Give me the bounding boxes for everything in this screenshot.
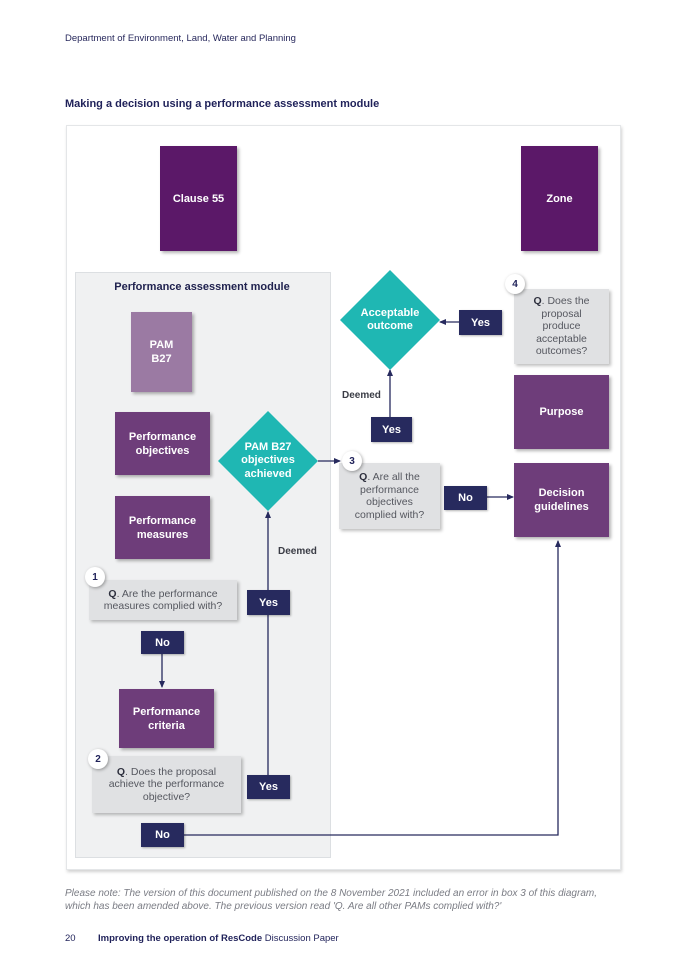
question-2-text: Q. Does the proposal achieve the perform… — [108, 765, 225, 803]
question-3-text: Q. Are all the performance objectives co… — [354, 471, 425, 521]
pam-diamond-shape — [218, 411, 318, 511]
page-number: 20 — [65, 933, 76, 944]
question-1-text: Q. Are the performance measures complied… — [103, 587, 223, 613]
amendment-note: Please note: The version of this documen… — [65, 888, 597, 912]
pam-diamond-label: PAM B27 objectives achieved — [241, 440, 295, 480]
step-1-badge: 1 — [85, 567, 105, 587]
step-4-badge: 4 — [505, 274, 525, 294]
performance-objectives-box: Performance objectives — [115, 412, 210, 475]
acceptable-diamond-shape — [340, 270, 440, 370]
clause-55-box: Clause 55 — [160, 146, 237, 251]
diagram-title: Making a decision using a performance as… — [65, 98, 380, 110]
footer-doc-title: Improving the operation of ResCode — [98, 933, 263, 944]
acceptable-diamond-label: Acceptable outcome — [360, 306, 420, 333]
question-4-text: Q. Does the proposal produce acceptable … — [533, 295, 590, 358]
purpose-box: Purpose — [514, 375, 609, 449]
acceptable-outcome-diamond: Acceptable outcome — [339, 269, 441, 371]
footer-title: Improving the operation of ResCode Discu… — [98, 933, 339, 944]
module-title: Performance assessment module — [114, 281, 290, 293]
performance-measures-box: Performance measures — [115, 496, 210, 559]
arrow-bottom-no-to-guidelines — [184, 540, 561, 836]
department-header: Department of Environment, Land, Water a… — [65, 33, 296, 44]
zone-box: Zone — [521, 146, 598, 251]
footer-doc-type: Discussion Paper — [264, 933, 339, 944]
question-2-box: Q. Does the proposal achieve the perform… — [92, 756, 241, 813]
yes-label-q4: Yes — [459, 310, 502, 335]
pam-b27-box: PAM B27 — [131, 312, 192, 392]
no-label-q3: No — [444, 486, 487, 510]
pam-objectives-diamond: PAM B27 objectives achieved — [217, 410, 319, 512]
step-3-badge: 3 — [342, 451, 362, 471]
deemed-label-outcome: Deemed — [342, 390, 381, 401]
performance-criteria-box: Performance criteria — [119, 689, 214, 748]
yes-label-q3: Yes — [371, 417, 412, 442]
no-label-q1: No — [141, 631, 184, 654]
no-label-q2: No — [141, 823, 184, 847]
question-3-box: Q. Are all the performance objectives co… — [339, 463, 440, 529]
question-1-box: Q. Are the performance measures complied… — [89, 580, 237, 620]
decision-guidelines-box: Decision guidelines — [514, 463, 609, 537]
question-4-box: Q. Does the proposal produce acceptable … — [514, 289, 609, 364]
yes-label-q2: Yes — [247, 775, 290, 799]
step-2-badge: 2 — [88, 749, 108, 769]
deemed-label-pam: Deemed — [278, 546, 317, 557]
yes-label-q1: Yes — [247, 590, 290, 615]
